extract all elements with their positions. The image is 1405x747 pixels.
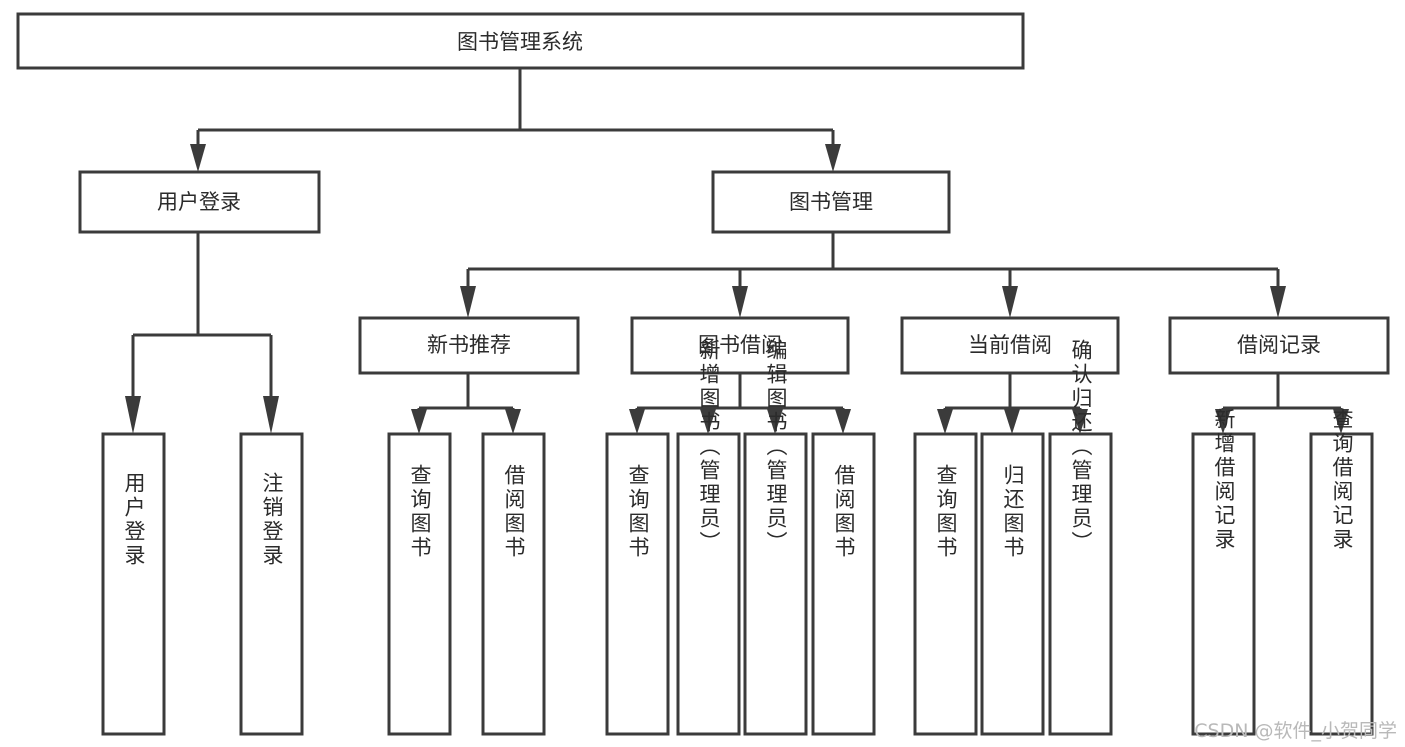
arrow-head-current-borrow-leaf-1 (937, 409, 953, 434)
node-book-management[interactable]: 图书管理 (711, 170, 951, 234)
node-current-borrow[interactable]: 当前借阅 (900, 316, 1120, 375)
leaf-label-book-borrow-borrow: 借阅图书 (832, 464, 856, 560)
node-root-system[interactable]: 图书管理系统 (16, 12, 1025, 70)
leaf-label-book-borrow-edit: 编辑图书（管理员） (764, 339, 788, 555)
arrow-head-current-borrow-leaf-3 (1072, 409, 1088, 434)
node-user-login[interactable]: 用户登录 (78, 170, 321, 234)
node-label-book-borrow: 图书借阅 (698, 333, 782, 357)
leaf-label-new-book-borrow: 借阅图书 (502, 464, 526, 560)
leaf-borrow-record-query[interactable]: 查询借阅记录 (1309, 408, 1374, 736)
arrow-head-leaf-logout (263, 396, 279, 434)
leaf-new-book-borrow[interactable]: 借阅图书 (481, 432, 546, 736)
arrow-head-book-borrow-leaf-3 (767, 409, 783, 434)
leaf-box-book-borrow-add[interactable] (676, 432, 741, 736)
leaf-box-new-book-borrow[interactable] (481, 432, 546, 736)
arrow-head-user-login (190, 144, 206, 172)
leaf-label-current-borrow-confirm: 确认归还（管理员） (1069, 339, 1093, 555)
connector-group-new-book (411, 373, 521, 434)
leaf-new-book-query[interactable]: 查询图书 (387, 432, 452, 736)
arrow-head-new-book (460, 286, 476, 318)
leaf-borrow-record-add[interactable]: 新增借阅记录 (1191, 408, 1256, 736)
leaf-box-book-borrow-borrow[interactable] (811, 432, 876, 736)
node-borrow-record[interactable]: 借阅记录 (1168, 316, 1390, 375)
leaf-box-current-borrow-return[interactable] (980, 432, 1045, 736)
node-label-borrow-record: 借阅记录 (1237, 333, 1321, 357)
arrow-head-new-book-leaf-2 (505, 409, 521, 434)
node-new-book-recommend[interactable]: 新书推荐 (358, 316, 580, 375)
arrow-head-leaf-user-login (125, 396, 141, 434)
leaf-label-current-borrow-query: 查询图书 (934, 464, 958, 560)
leaf-box-current-borrow-query[interactable] (913, 432, 978, 736)
node-box-root[interactable] (16, 12, 1025, 70)
node-box-borrow-record[interactable] (1168, 316, 1390, 375)
leaf-label-book-borrow-query: 查询图书 (626, 464, 650, 560)
node-box-new-book-recommend[interactable] (358, 316, 580, 375)
leaf-current-borrow-confirm[interactable]: 确认归还（管理员） (1048, 339, 1113, 736)
connector-group-book-borrow (629, 373, 851, 434)
connector-group-user-login (125, 232, 279, 434)
leaf-book-borrow-edit[interactable]: 编辑图书（管理员） (743, 339, 808, 736)
leaf-box-borrow-record-add[interactable] (1191, 432, 1256, 736)
leaf-label-user-login-logout: 注销登录 (260, 472, 284, 568)
arrow-head-book-borrow (732, 286, 748, 318)
arrow-head-current-borrow (1002, 286, 1018, 318)
leaf-current-borrow-query[interactable]: 查询图书 (913, 432, 978, 736)
node-label-root: 图书管理系统 (457, 30, 583, 54)
leaf-box-user-login-logout[interactable] (239, 432, 304, 736)
connector-group-borrow-record (1215, 373, 1349, 434)
arrow-head-book-borrow-leaf-4 (835, 409, 851, 434)
node-label-book-management: 图书管理 (789, 190, 873, 214)
leaf-box-book-borrow-edit[interactable] (743, 432, 808, 736)
leaf-label-new-book-query: 查询图书 (408, 464, 432, 560)
node-box-current-borrow[interactable] (900, 316, 1120, 375)
leaf-user-login-logout[interactable]: 注销登录 (239, 432, 304, 736)
node-box-book-borrow[interactable] (630, 316, 850, 375)
leaf-box-new-book-query[interactable] (387, 432, 452, 736)
arrow-head-borrow-record (1270, 286, 1286, 318)
leaf-label-book-borrow-add: 新增图书（管理员） (697, 339, 721, 555)
connector-group-current-borrow (937, 373, 1088, 434)
leaf-box-borrow-record-query[interactable] (1309, 432, 1374, 736)
leaf-book-borrow-add[interactable]: 新增图书（管理员） (676, 339, 741, 736)
node-label-current-borrow: 当前借阅 (968, 333, 1052, 357)
connector-group-book-mgmt (460, 232, 1286, 318)
leaf-box-book-borrow-query[interactable] (605, 432, 670, 736)
connector-group-root (190, 68, 841, 172)
leaf-label-borrow-record-query: 查询借阅记录 (1330, 408, 1354, 552)
arrow-head-current-borrow-leaf-2 (1004, 409, 1020, 434)
arrow-head-new-book-leaf-1 (411, 409, 427, 434)
leaf-user-login-login[interactable]: 用户登录 (101, 432, 166, 736)
leaf-book-borrow-borrow[interactable]: 借阅图书 (811, 432, 876, 736)
arrow-head-book-borrow-leaf-2 (700, 409, 716, 434)
arrow-head-borrow-record-leaf-2 (1333, 409, 1349, 434)
arrow-head-borrow-record-leaf-1 (1215, 409, 1231, 434)
node-book-borrow[interactable]: 图书借阅 (630, 316, 850, 375)
leaf-label-user-login-login: 用户登录 (122, 472, 146, 568)
node-label-user-login: 用户登录 (157, 190, 241, 214)
leaf-box-current-borrow-confirm[interactable] (1048, 432, 1113, 736)
arrow-head-book-borrow-leaf-1 (629, 409, 645, 434)
leaf-current-borrow-return[interactable]: 归还图书 (980, 432, 1045, 736)
leaf-label-current-borrow-return: 归还图书 (1001, 464, 1025, 560)
node-box-user-login[interactable] (78, 170, 321, 234)
arrow-head-book-mgmt (825, 144, 841, 172)
leaf-box-user-login-login[interactable] (101, 432, 166, 736)
node-label-new-book-recommend: 新书推荐 (427, 333, 511, 357)
leaf-book-borrow-query[interactable]: 查询图书 (605, 432, 670, 736)
node-box-book-management[interactable] (711, 170, 951, 234)
leaf-label-borrow-record-add: 新增借阅记录 (1212, 408, 1236, 552)
